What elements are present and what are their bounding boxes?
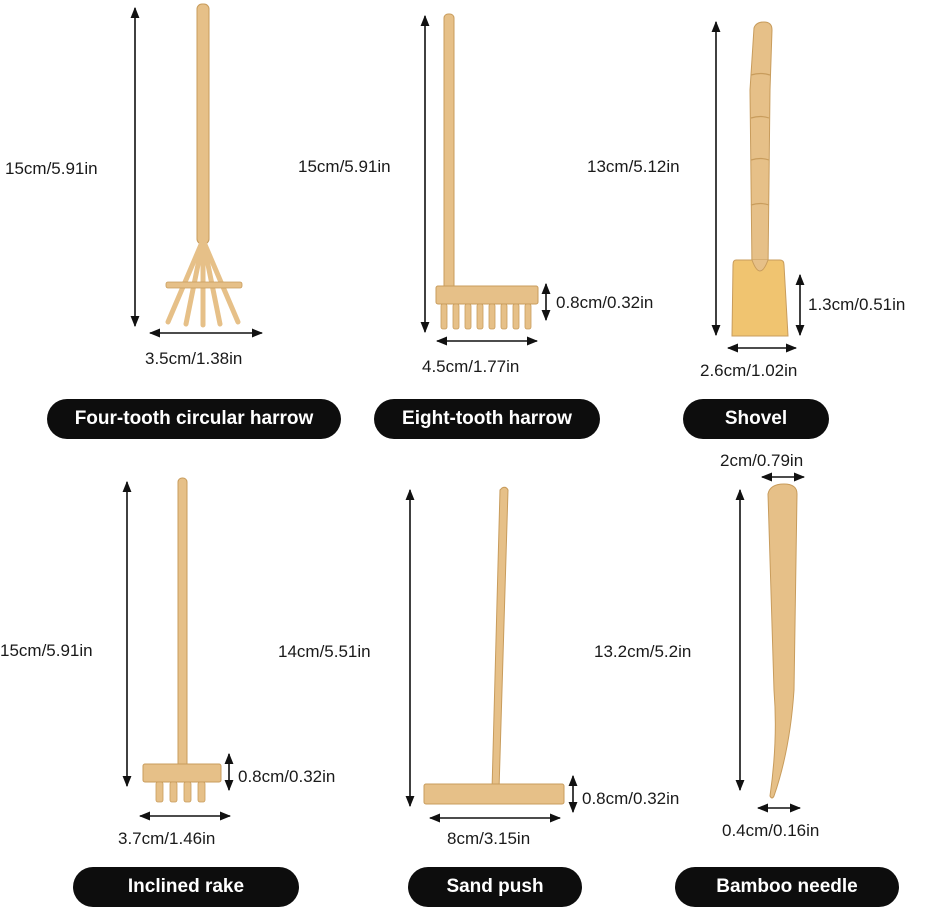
inclined-rake-image xyxy=(142,477,222,803)
bamboo-needle-top-width-label: 2cm/0.79in xyxy=(720,451,804,470)
bamboo-needle-image xyxy=(767,483,798,799)
shovel-dimension-arrows xyxy=(711,20,805,353)
bamboo-needle-dimension-arrows xyxy=(735,472,806,813)
inclined-rake-dimension-arrows xyxy=(122,480,234,821)
inclined-rake-head-height-label: 0.8cm/0.32in xyxy=(238,767,336,786)
eight-tooth-dimension-arrows xyxy=(420,14,551,346)
label-shovel: Shovel xyxy=(683,399,829,439)
shovel-height-label: 13cm/5.12in xyxy=(587,157,680,176)
four-tooth-dimension-arrows xyxy=(130,6,264,338)
eight-tooth-harrow-image xyxy=(435,13,539,330)
bamboo-needle-height-label: 13.2cm/5.2in xyxy=(594,642,692,661)
bamboo-needle-tip-width-label: 0.4cm/0.16in xyxy=(722,821,820,840)
inclined-rake-height-label: 15cm/5.91in xyxy=(0,641,93,660)
four-tooth-width-label: 3.5cm/1.38in xyxy=(145,349,243,368)
eight-tooth-height-label: 15cm/5.91in xyxy=(298,157,391,176)
label-four-tooth-circular-harrow: Four-tooth circular harrow xyxy=(47,399,341,439)
four-tooth-height-label: 15cm/5.91in xyxy=(5,159,98,178)
sand-push-dimension-arrows xyxy=(405,488,578,823)
label-eight-tooth-harrow: Eight-tooth harrow xyxy=(374,399,600,439)
eight-tooth-head-height-label: 0.8cm/0.32in xyxy=(556,293,654,312)
label-inclined-rake: Inclined rake xyxy=(73,867,299,907)
shovel-image xyxy=(731,21,789,337)
four-tooth-harrow-image xyxy=(165,3,243,328)
sand-push-head-height-label: 0.8cm/0.32in xyxy=(582,789,680,808)
shovel-width-label: 2.6cm/1.02in xyxy=(700,361,798,380)
label-sand-push: Sand push xyxy=(408,867,582,907)
sand-push-height-label: 14cm/5.51in xyxy=(278,642,371,661)
sand-push-image xyxy=(423,486,565,805)
inclined-rake-width-label: 3.7cm/1.46in xyxy=(118,829,216,848)
label-bamboo-needle: Bamboo needle xyxy=(675,867,899,907)
shovel-head-height-label: 1.3cm/0.51in xyxy=(808,295,906,314)
eight-tooth-width-label: 4.5cm/1.77in xyxy=(422,357,520,376)
sand-push-width-label: 8cm/3.15in xyxy=(447,829,531,848)
